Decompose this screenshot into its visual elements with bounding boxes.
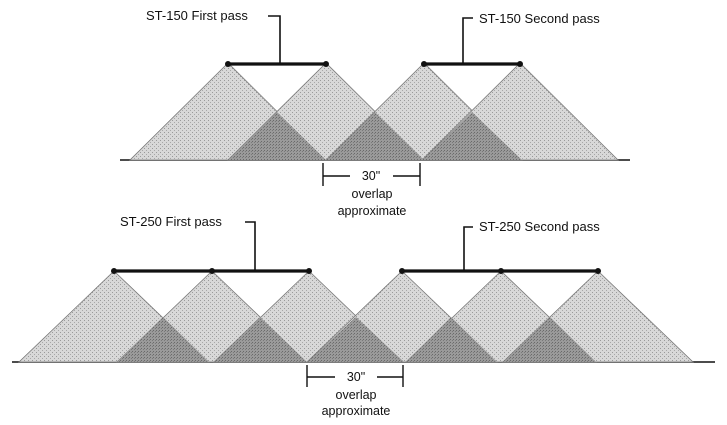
bottom-first-pass-leader xyxy=(245,221,256,271)
bottom-approximate-word: approximate xyxy=(322,404,391,418)
bottom-overlap-word: overlap xyxy=(336,388,377,402)
bottom-overlap-zone-4 xyxy=(406,317,497,362)
top-nozzle-3 xyxy=(421,61,427,67)
bottom-nozzle-4 xyxy=(399,268,405,274)
top-overlap-zone-2 xyxy=(326,112,424,160)
top-nozzle-2 xyxy=(323,61,329,67)
top-first-pass-label: ST-150 First pass xyxy=(146,8,248,23)
top-nozzle-1 xyxy=(225,61,231,67)
top-second-pass-label: ST-150 Second pass xyxy=(479,11,600,26)
bottom-overlap-zone-3 xyxy=(307,317,404,362)
bottom-overlap-value: 30" xyxy=(347,370,365,384)
bottom-overlap-zone-2 xyxy=(214,317,307,362)
bottom-second-pass-label: ST-250 Second pass xyxy=(479,219,600,234)
bottom-nozzle-5 xyxy=(498,268,504,274)
top-overlap-word: overlap xyxy=(352,187,393,201)
top-first-pass-leader xyxy=(268,15,281,64)
bottom-nozzle-2 xyxy=(209,268,215,274)
top-overlap-zone-1 xyxy=(228,112,326,160)
top-overlap-value: 30" xyxy=(362,169,380,183)
bottom-first-pass-label: ST-250 First pass xyxy=(120,214,222,229)
bottom-spray-diagram: ST-250 First pass ST-250 Second pass 30"… xyxy=(12,214,715,418)
top-overlap-zone-3 xyxy=(422,112,522,160)
top-spray-diagram: ST-150 First pass ST-150 Second pass 30"… xyxy=(120,8,630,218)
top-approximate-word: approximate xyxy=(338,204,407,218)
top-nozzle-4 xyxy=(517,61,523,67)
bottom-nozzle-1 xyxy=(111,268,117,274)
bottom-overlap-zone-5 xyxy=(503,317,596,362)
top-second-pass-leader xyxy=(462,17,473,64)
bottom-nozzle-6 xyxy=(595,268,601,274)
bottom-overlap-zone-1 xyxy=(117,317,209,362)
bottom-nozzle-3 xyxy=(306,268,312,274)
bottom-second-pass-leader xyxy=(463,226,473,271)
